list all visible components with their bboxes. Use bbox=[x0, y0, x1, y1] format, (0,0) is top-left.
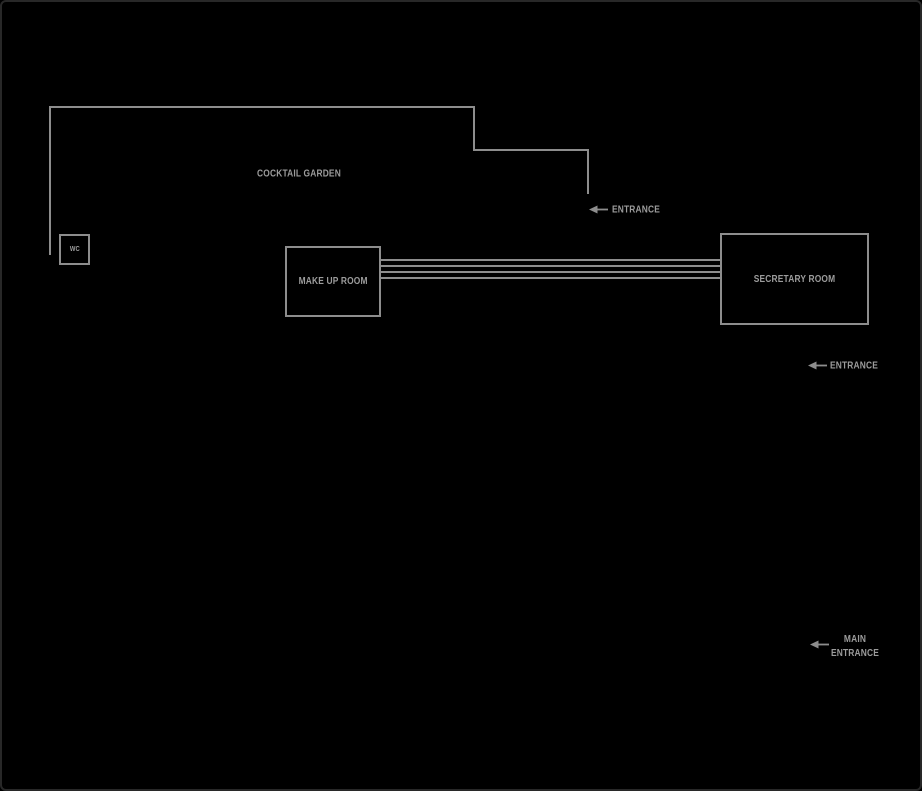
corridor-line-1 bbox=[381, 259, 720, 261]
wc-label: WC bbox=[69, 246, 80, 253]
corridor-line-4 bbox=[381, 277, 720, 279]
secretary-room: SECRETARY ROOM bbox=[720, 233, 869, 325]
secretary-entrance-label: ENTRANCE bbox=[830, 360, 879, 372]
left-arrow-icon bbox=[810, 640, 829, 649]
corridor-line-2 bbox=[381, 265, 720, 267]
wc-room: WC bbox=[59, 234, 90, 265]
cocktail-garden-label: COCKTAIL GARDEN bbox=[257, 168, 341, 180]
main-entrance-label: MAIN ENTRANCE bbox=[831, 633, 879, 661]
make-up-room-label: MAKE UP ROOM bbox=[298, 276, 368, 287]
corridor-line-3 bbox=[381, 271, 720, 273]
garden-boundary-step-horizontal bbox=[473, 149, 589, 151]
garden-boundary-top-wall bbox=[49, 106, 475, 108]
garden-boundary-left-wall bbox=[49, 106, 51, 255]
main-entrance-label-line1: MAIN bbox=[843, 634, 867, 645]
make-up-room: MAKE UP ROOM bbox=[285, 246, 381, 317]
main-entrance-label-line2: ENTRANCE bbox=[830, 648, 880, 659]
garden-boundary-right-wall bbox=[587, 149, 589, 194]
garden-entrance-label: ENTRANCE bbox=[612, 204, 661, 216]
garden-boundary-step-vertical bbox=[473, 106, 475, 151]
left-arrow-icon bbox=[808, 361, 827, 370]
secretary-room-label: SECRETARY ROOM bbox=[753, 273, 836, 285]
left-arrow-icon bbox=[589, 205, 608, 214]
